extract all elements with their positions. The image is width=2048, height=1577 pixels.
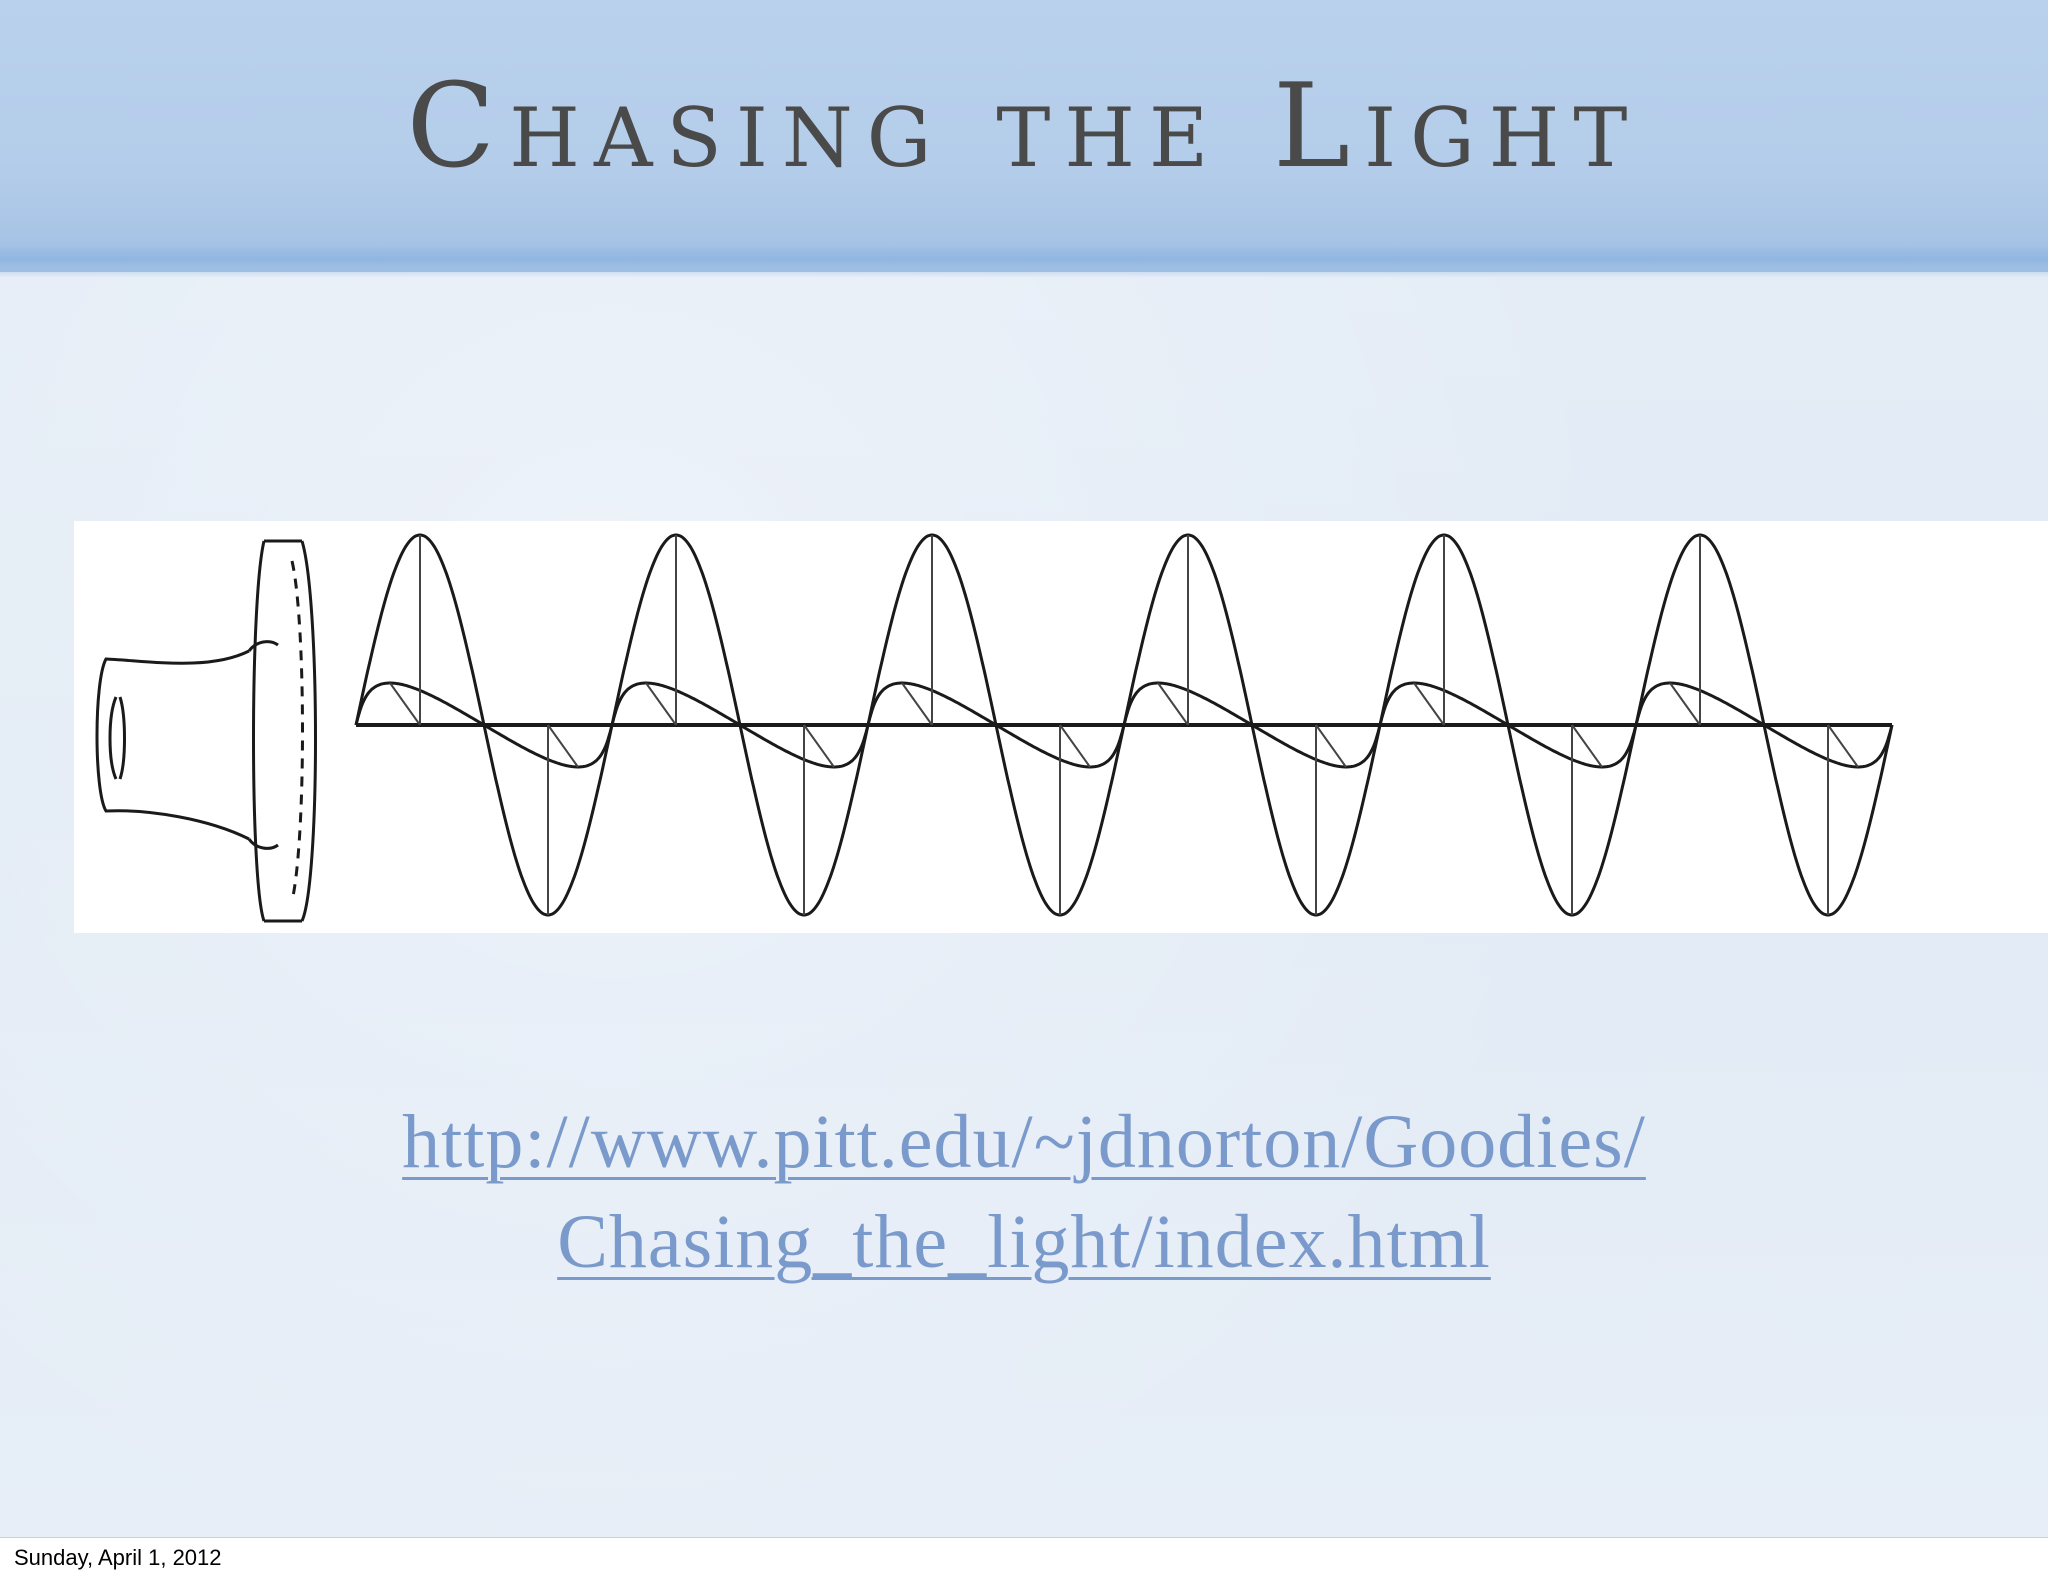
reference-link[interactable]: http://www.pitt.edu/~jdnorton/Goodies/ C… (0, 1092, 2048, 1292)
footer-date: Sunday, April 1, 2012 (14, 1545, 222, 1570)
magnetic-vector-up (1413, 682, 1445, 726)
link-line-2[interactable]: Chasing_the_light/index.html (557, 1200, 1491, 1284)
electromagnetic-wave-icon (354, 533, 1894, 917)
magnetic-vector-down (1315, 724, 1347, 768)
magnetic-vector-up (1157, 682, 1189, 726)
header-band (0, 0, 2048, 272)
slide: Chasing the Light http://www.p (0, 0, 2048, 1537)
header-edge (0, 244, 2048, 278)
magnetic-vector-down (547, 724, 579, 768)
magnetic-vector-up (389, 682, 421, 726)
footer-bar: Sunday, April 1, 2012 (0, 1537, 2048, 1577)
link-line-1[interactable]: http://www.pitt.edu/~jdnorton/Goodies/ (402, 1100, 1646, 1184)
magnetic-vector-up (1669, 682, 1701, 726)
magnetic-vector-down (1571, 724, 1603, 768)
magnetic-field-wave (354, 681, 1894, 769)
magnetic-vector-up (901, 682, 933, 726)
wave-figure (74, 521, 2048, 933)
light-source-icon (95, 539, 317, 923)
magnetic-vector-up (645, 682, 677, 726)
wave-diagram (95, 533, 1894, 923)
magnetic-vector-down (803, 724, 835, 768)
magnetic-vector-down (1059, 724, 1091, 768)
slide-title: Chasing the Light (406, 59, 1642, 194)
magnetic-vector-down (1827, 724, 1859, 768)
